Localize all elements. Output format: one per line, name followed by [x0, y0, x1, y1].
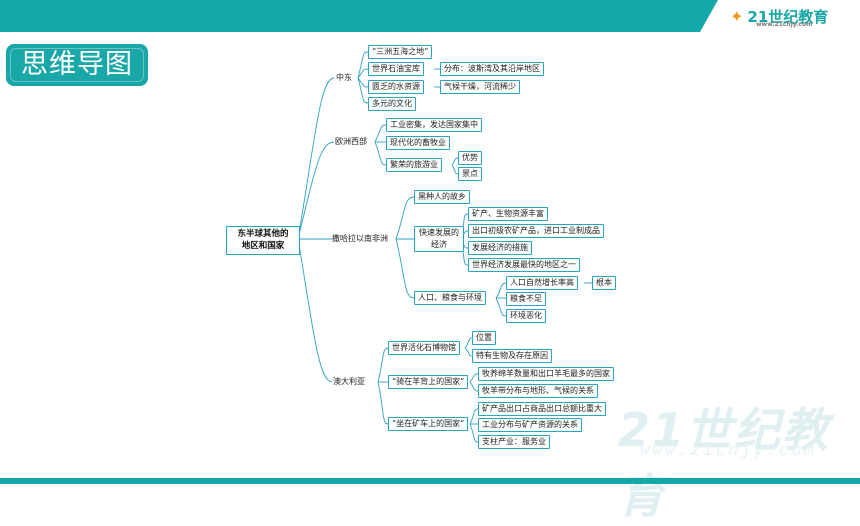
node-sub-saharan-africa: 撒哈拉以南非洲	[332, 234, 388, 243]
node-environment-degradation: 环境恶化	[506, 309, 546, 323]
node-diverse-culture: 多元的文化	[368, 97, 416, 111]
node-export-raw: 出口初级农矿产品，进口工业制成品	[468, 224, 604, 238]
node-dry-climate: 气候干燥，河流稀少	[440, 80, 520, 94]
node-sheep-country: “骑在羊背上的国家”	[388, 375, 469, 389]
node-tourism: 繁荣的旅游业	[386, 158, 442, 172]
node-sheep-belt: 牧羊带分布与地形、气候的关系	[478, 384, 598, 398]
node-australia: 澳大利亚	[333, 377, 365, 386]
watermark-url: www.21cnjy.com	[640, 440, 817, 459]
node-food-shortage: 粮食不足	[506, 292, 546, 306]
logo-subtext: www.21cnjy.com	[756, 21, 813, 28]
node-middle-east: 中东	[336, 73, 352, 82]
node-mining-country: “坐在矿车上的国家”	[388, 417, 469, 431]
node-living-fossil-museum: 世界活化石博物馆	[388, 341, 460, 355]
node-fastest-growth: 世界经济发展最快的地区之一	[468, 258, 580, 272]
node-oil-treasury: 世界石油宝库	[368, 62, 424, 76]
node-tourism-sights: 景点	[458, 167, 482, 181]
runner-icon: ✦	[730, 6, 744, 26]
node-water-scarcity: 匮乏的水资源	[368, 80, 424, 94]
node-three-continents: “三洲五海之地”	[368, 45, 433, 59]
page-title: 思维导图	[6, 44, 148, 86]
node-high-growth-rate: 人口自然增长率高	[506, 276, 578, 290]
root-line-1: 东半球其他的	[237, 229, 289, 239]
node-tourism-advantage: 优势	[458, 151, 482, 165]
node-industry-distribution: 工业分布与矿产资源的关系	[478, 418, 582, 432]
root-line-2: 地区和国家	[241, 241, 285, 251]
node-root-cause: 根本	[592, 276, 616, 290]
node-rapid-economy: 快速发展的经济	[414, 226, 464, 252]
footer-bar	[0, 478, 860, 484]
node-oil-distribution: 分布：波斯湾及其沿岸地区	[440, 62, 544, 76]
mindmap-root: 东半球其他的 地区和国家	[226, 226, 300, 255]
node-most-sheep: 牧养绵羊数量和出口羊毛最多的国家	[478, 367, 614, 381]
node-mineral-export: 矿产品出口占商品出口总额比重大	[478, 402, 606, 416]
node-black-homeland: 黑种人的故乡	[414, 190, 470, 204]
header-logo-area	[700, 0, 860, 32]
node-rich-resources: 矿产、生物资源丰富	[468, 207, 548, 221]
node-location: 位置	[472, 331, 496, 345]
node-service-industry: 支柱产业：服务业	[478, 435, 550, 449]
node-livestock: 现代化的畜牧业	[386, 136, 450, 150]
site-logo: ✦ 21世纪教育 www.21cnjy.com	[730, 4, 829, 29]
node-population-food-environment: 人口、粮食与环境	[414, 291, 486, 305]
node-western-europe: 欧洲西部	[335, 137, 367, 146]
node-industry: 工业密集，发达国家集中	[386, 118, 482, 132]
node-unique-species: 特有生物及存在原因	[472, 349, 552, 363]
logo-text: 21世纪教育	[747, 7, 829, 26]
node-economic-measures: 发展经济的措施	[468, 241, 532, 255]
